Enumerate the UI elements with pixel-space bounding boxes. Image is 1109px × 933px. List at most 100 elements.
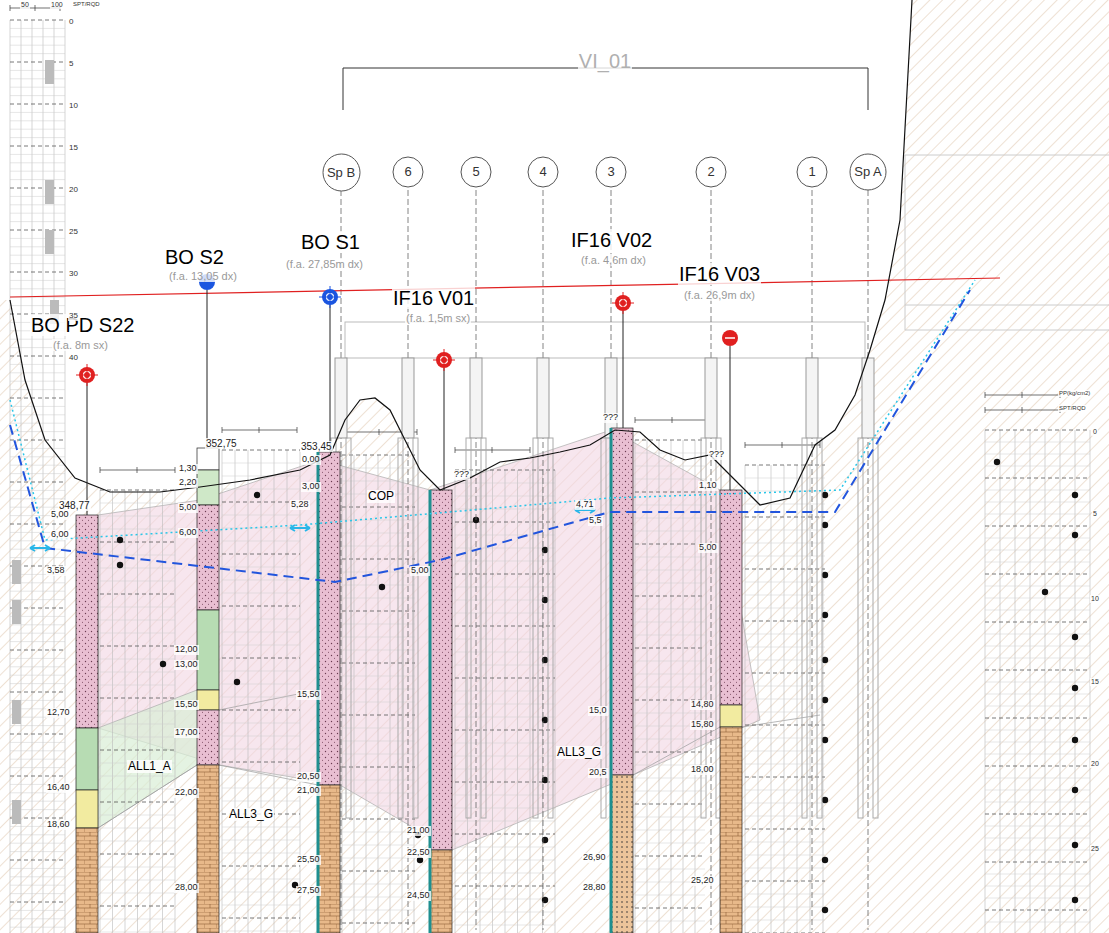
- depth-value: 22,00: [174, 788, 199, 798]
- depth-value: ???: [708, 450, 725, 460]
- spt-grid: [745, 465, 825, 933]
- depth-value: 15,50: [296, 690, 321, 700]
- deck-outline: [345, 322, 865, 358]
- spt-dot: [160, 661, 166, 667]
- borehole-marker: [76, 364, 98, 515]
- borehole-marker: [319, 286, 341, 452]
- borehole-log: [76, 515, 98, 933]
- rqd-bar: [45, 60, 54, 84]
- depth-value: 15,50: [174, 700, 199, 710]
- depth-value: 20,5: [588, 768, 608, 778]
- pier-axis-circle: Sp A: [849, 153, 887, 191]
- pile: [601, 438, 606, 818]
- pier: [335, 358, 347, 438]
- spt-dot: [822, 657, 828, 663]
- scale-bar: [745, 442, 820, 448]
- depth-value: 5,00: [410, 566, 430, 576]
- spt-grid: [985, 430, 1090, 933]
- axis-number: 6: [392, 156, 424, 188]
- rqd-bar: [45, 180, 54, 204]
- spt-grid: [635, 440, 705, 933]
- spt-dot: [1072, 532, 1078, 538]
- pile: [802, 438, 807, 818]
- rqd-bar: [45, 230, 54, 254]
- depth-value: 5,00: [178, 503, 198, 513]
- depth-value: 1,30: [178, 464, 198, 474]
- axis-number: 1: [796, 156, 828, 188]
- depth-value: 5,28: [290, 500, 310, 510]
- borehole-label: (f.a. 8m sx): [52, 339, 109, 351]
- pile: [817, 438, 822, 818]
- spt-dot: [379, 584, 385, 590]
- depth-value: 12,00: [174, 645, 199, 655]
- depth-value: ???: [602, 413, 619, 423]
- depth-value: 12,70: [46, 708, 71, 718]
- depth-value: 6,00: [50, 530, 70, 540]
- depth-value: 5: [1092, 510, 1098, 518]
- pier: [402, 358, 414, 438]
- spt-dot: [822, 522, 828, 528]
- borehole-marker: [433, 349, 455, 490]
- depth-value: ???: [453, 470, 470, 480]
- depth-value: 3,58: [46, 566, 66, 576]
- scale-bar: [985, 407, 1060, 413]
- spt-dot: [117, 537, 123, 543]
- spt-dot: [822, 572, 828, 578]
- pile: [346, 438, 351, 818]
- borehole-label: (f.a. 26,9m dx): [683, 289, 756, 301]
- depth-value: 27,50: [296, 886, 321, 896]
- depth-value: 21,00: [406, 826, 431, 836]
- rqd-bar: [12, 700, 21, 724]
- spt-dot: [1072, 685, 1078, 691]
- scale-bar: [100, 467, 175, 473]
- borehole-label: IF16 V01: [392, 287, 475, 309]
- depth-value: 28,00: [174, 883, 199, 893]
- depth-value: 50: [20, 1, 30, 9]
- spt-dot: [822, 857, 828, 863]
- pile: [413, 438, 418, 818]
- spt-dot: [822, 612, 828, 618]
- rqd-bar: [12, 800, 21, 824]
- depth-value: 3,00: [301, 482, 321, 492]
- spt-grid: [342, 455, 415, 933]
- borehole-label: IF16 V03: [678, 263, 761, 285]
- pier-axis-circle: 2: [695, 156, 727, 188]
- scale-bar: [985, 392, 1060, 398]
- span-label: VI_01: [578, 50, 632, 72]
- pier: [470, 358, 482, 438]
- span-bracket: [343, 68, 868, 110]
- depth-value: 4,71: [575, 500, 595, 510]
- spt-grid: [10, 20, 65, 933]
- depth-value: 15: [68, 144, 79, 153]
- pile: [466, 438, 471, 818]
- borehole-label: (f.a. 4,6m dx): [580, 254, 647, 266]
- water-arrow: [30, 545, 50, 551]
- soil-unit: ALL3_G: [556, 746, 602, 759]
- borehole-log: [611, 428, 633, 933]
- borehole-log: [430, 490, 452, 933]
- depth-value: 25,50: [296, 855, 321, 865]
- depth-value: 24,50: [406, 891, 431, 901]
- depth-value: 21,00: [296, 786, 321, 796]
- pier-axis-circle: Sp B: [322, 153, 361, 192]
- spt-dot: [822, 907, 828, 913]
- depth-value: 0: [1092, 428, 1098, 436]
- soil-unit: COP: [367, 490, 395, 503]
- depth-value: 353,45: [300, 441, 333, 452]
- spt-dot: [822, 797, 828, 803]
- axis-line: [476, 190, 477, 930]
- depth-value: 0: [68, 18, 74, 27]
- spt-dot: [1072, 897, 1078, 903]
- depth-value: 1,10: [698, 481, 718, 491]
- borehole-label: (f.a. 1,5m sx): [405, 312, 471, 324]
- depth-value: 6,00: [178, 528, 198, 538]
- borehole-log: [197, 448, 219, 933]
- pier: [605, 358, 617, 438]
- pier-axis-circle: 6: [392, 156, 424, 188]
- depth-value: 18,60: [46, 820, 71, 830]
- depth-value: 25,20: [690, 876, 715, 886]
- axis-line: [341, 190, 342, 930]
- spt-dot: [1072, 492, 1078, 498]
